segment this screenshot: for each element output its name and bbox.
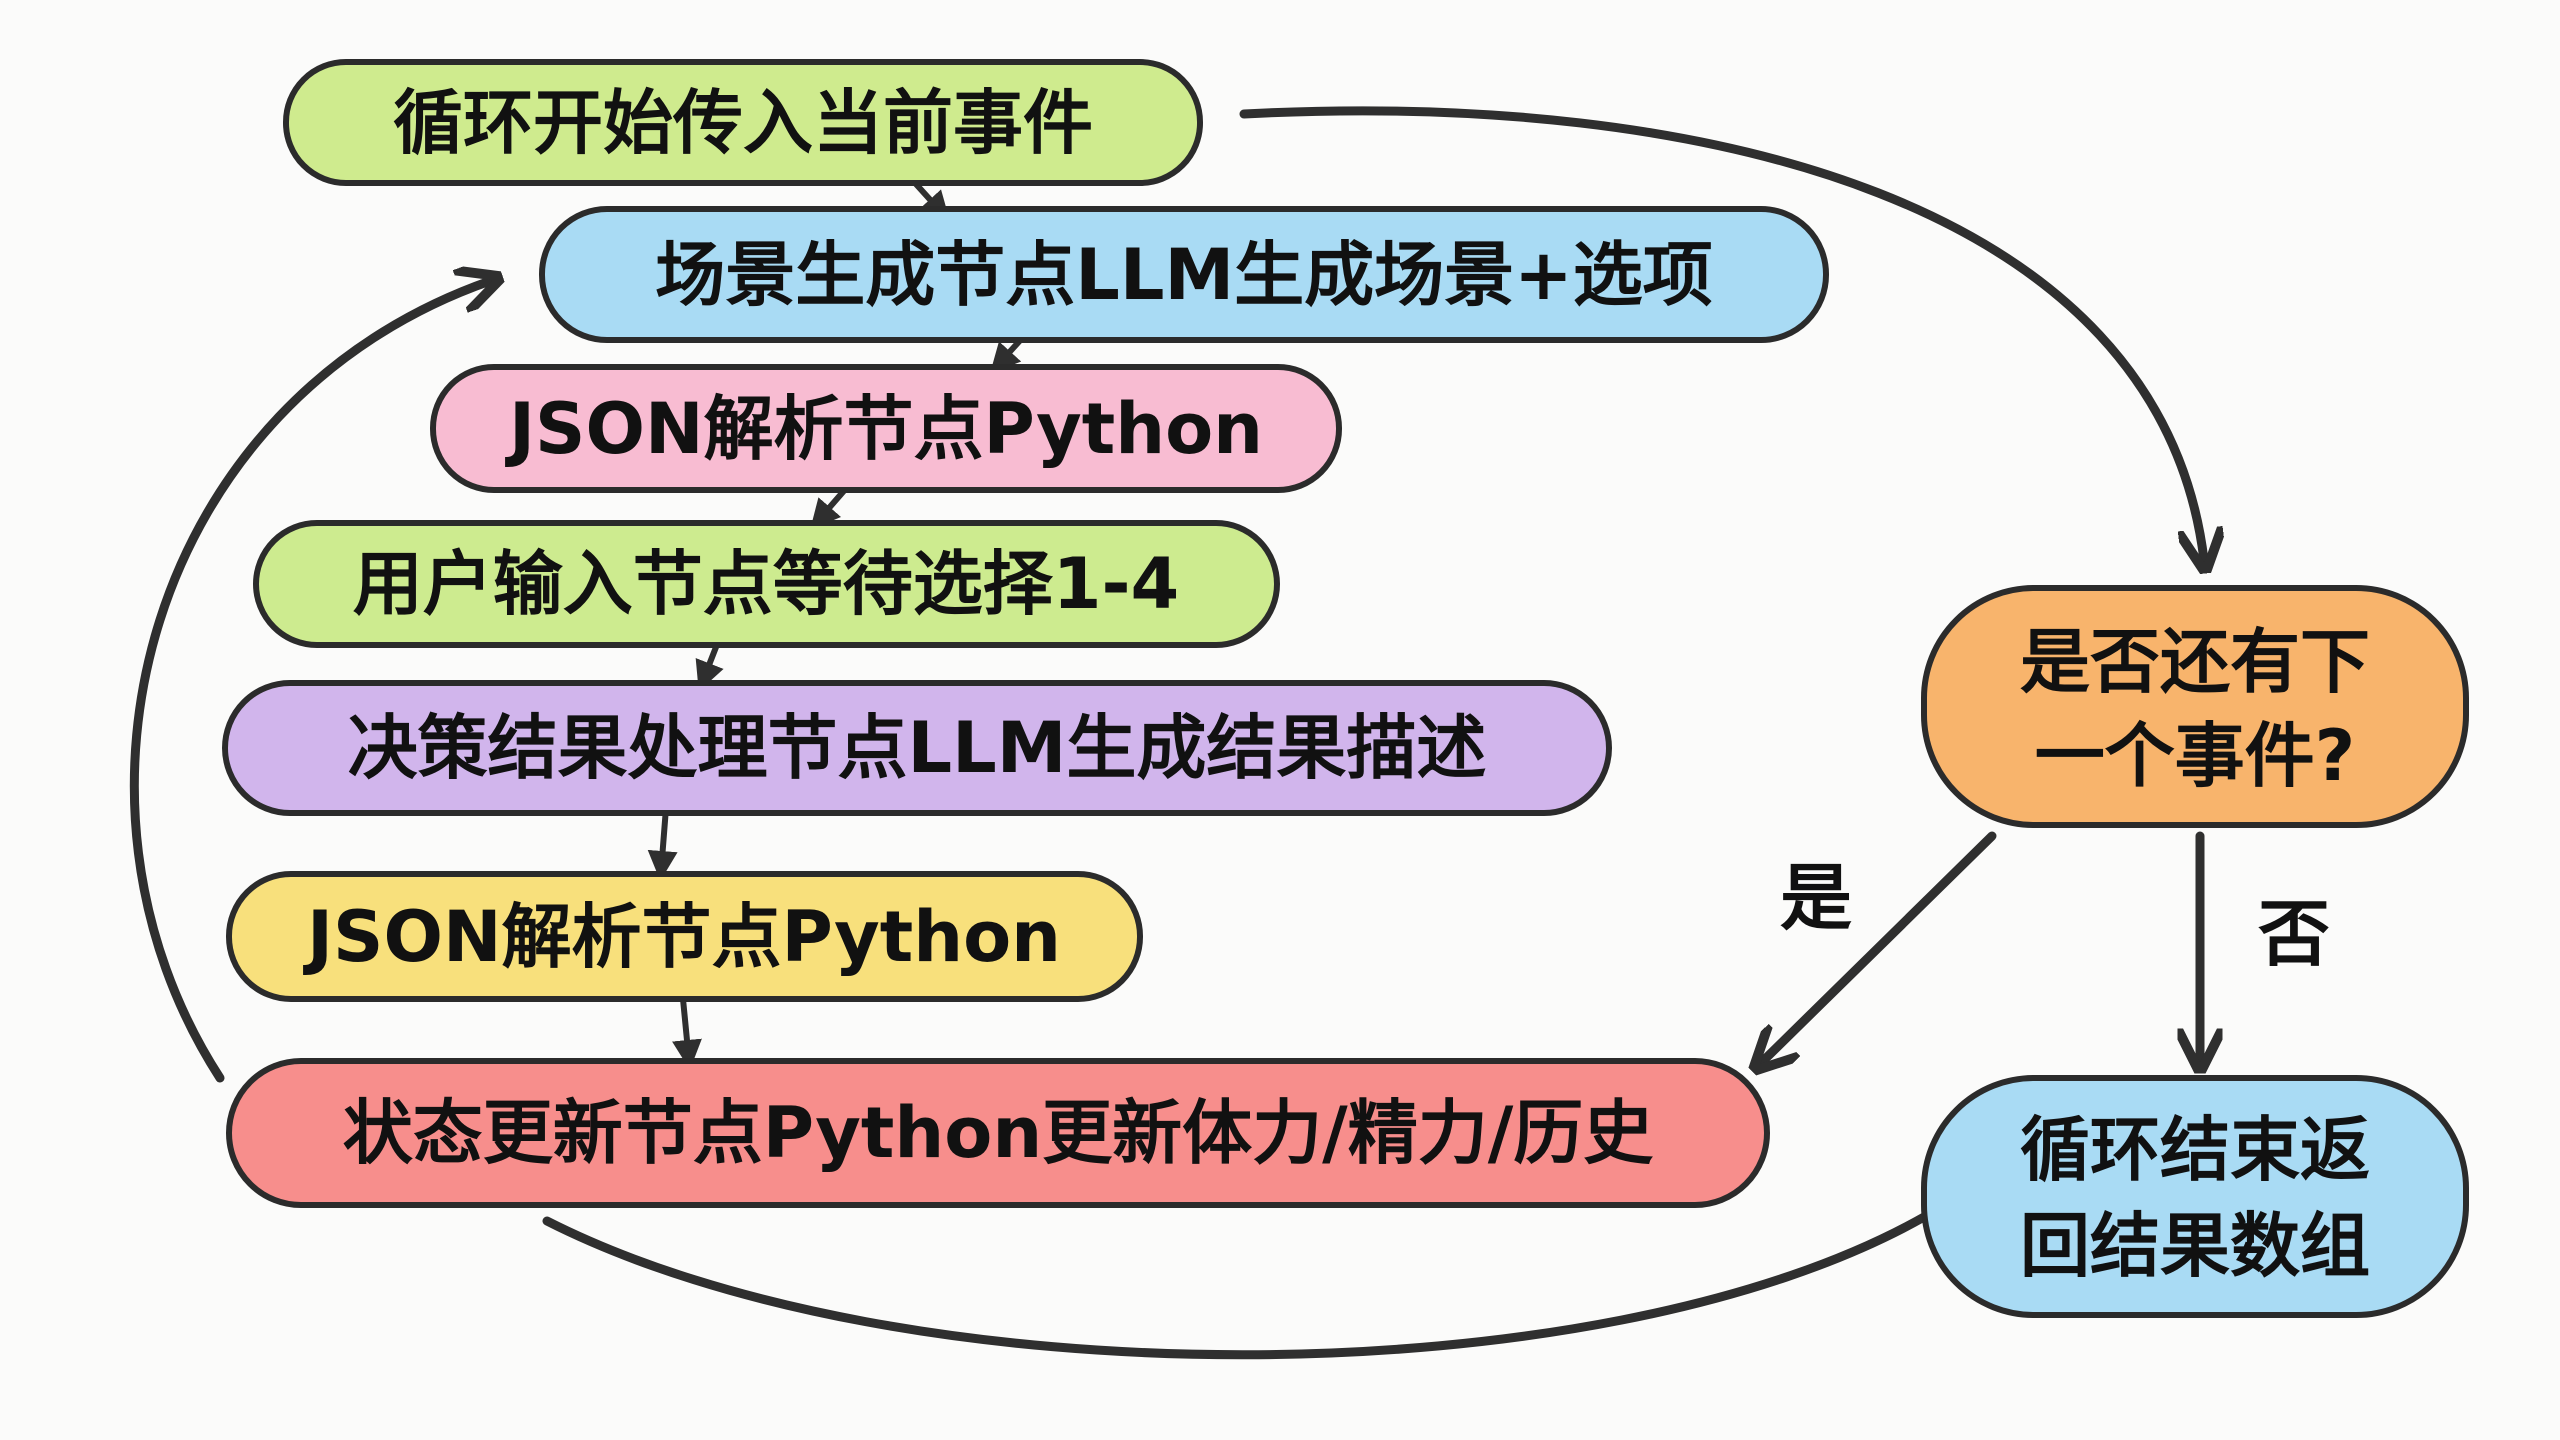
edge-label-no: 否 xyxy=(2258,892,2330,976)
node-scene-gen: 场景生成节点LLM生成场景+选项 xyxy=(539,206,1829,343)
node-label: 场景生成节点LLM生成场景+选项 xyxy=(655,234,1713,316)
arrow-loop-back xyxy=(129,281,490,1083)
arrow-small-6 xyxy=(672,996,702,1070)
arrow-small-4 xyxy=(695,639,724,692)
edge-label-yes: 是 xyxy=(1780,856,1852,940)
arrow-small-5 xyxy=(647,805,678,881)
node-label-line1: 是否还有下 xyxy=(2020,621,2370,703)
node-bg xyxy=(430,364,1342,493)
arrow-yes xyxy=(1762,831,1997,1062)
node-loop-start: 循环开始传入当前事件 xyxy=(283,59,1203,186)
node-label: 状态更新节点Python更新体力/精力/历史 xyxy=(343,1092,1654,1174)
node-label: 循环开始传入当前事件 xyxy=(393,82,1093,164)
arrow-start-to-check xyxy=(1239,106,2204,560)
node-json-parse-1: JSON解析节点Python xyxy=(430,364,1342,493)
node-label-line2: 一个事件? xyxy=(2035,715,2356,797)
node-label-line2: 回结果数组 xyxy=(2020,1205,2370,1287)
node-label: JSON解析节点Python xyxy=(505,388,1263,470)
node-label-line1: 循环结束返 xyxy=(2020,1109,2370,1191)
node-label: 决策结果处理节点LLM生成结果描述 xyxy=(348,707,1487,789)
node-state-update: 状态更新节点Python更新体力/精力/历史 xyxy=(226,1058,1770,1208)
node-bg xyxy=(1921,585,2469,828)
node-has-next: 是否还有下 一个事件? xyxy=(1921,585,2469,828)
node-bg xyxy=(1921,1075,2469,1318)
node-bg xyxy=(222,680,1612,816)
node-json-parse-2: JSON解析节点Python xyxy=(226,871,1143,1002)
node-label: 用户输入节点等待选择1-4 xyxy=(353,543,1179,625)
node-bg xyxy=(253,520,1280,648)
node-bg xyxy=(283,59,1203,186)
node-decision: 决策结果处理节点LLM生成结果描述 xyxy=(222,680,1612,816)
node-loop-end: 循环结束返 回结果数组 xyxy=(1921,1075,2469,1318)
node-bg xyxy=(539,206,1829,343)
node-bg xyxy=(226,871,1143,1002)
node-bg xyxy=(226,1058,1770,1208)
arrow-end-to-state xyxy=(542,1212,1929,1360)
node-label: JSON解析节点Python xyxy=(303,896,1061,978)
node-user-input: 用户输入节点等待选择1-4 xyxy=(253,520,1280,648)
